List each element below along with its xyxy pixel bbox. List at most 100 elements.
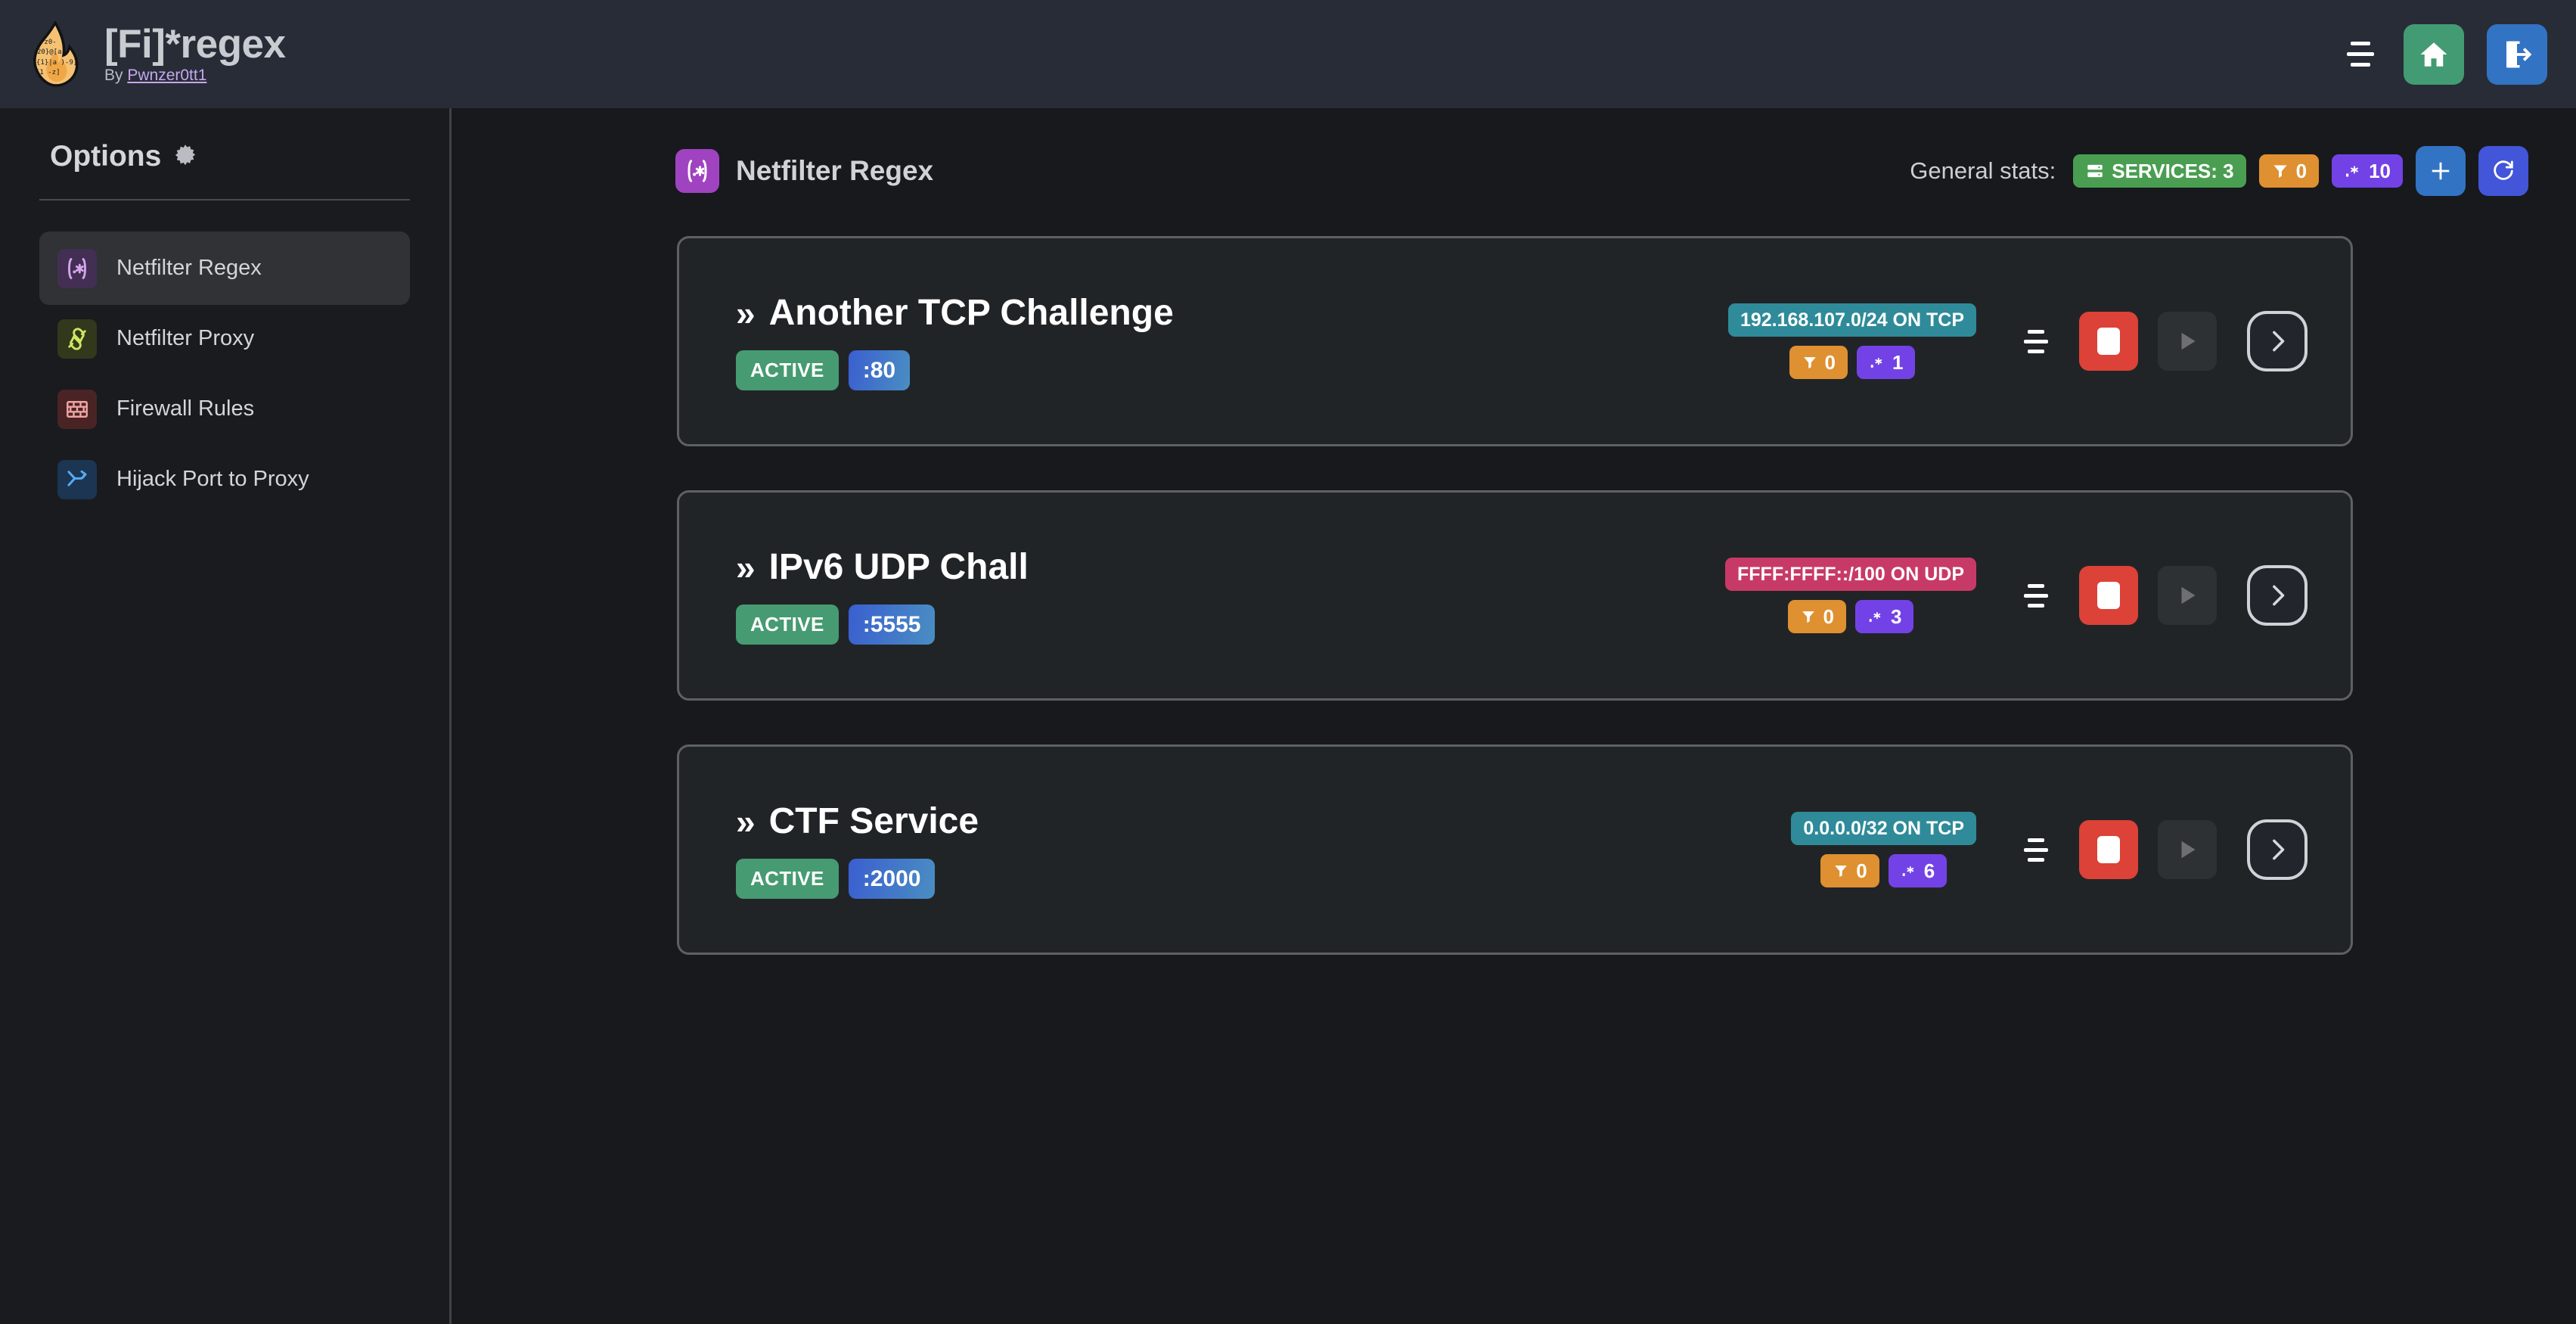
app-title: [Fi]*regex — [104, 21, 286, 67]
regex-count-label: 6 — [1923, 859, 1935, 882]
gear-icon — [172, 143, 199, 170]
status-badge: ACTIVE — [736, 859, 839, 899]
service-badges: ACTIVE :2000 — [736, 859, 979, 899]
app-header: -z0- 20}@[a {1}|a )-9] (1 -z] [Fi]*regex… — [0, 0, 2576, 108]
service-info: » Another TCP Challenge ACTIVE :80 — [679, 292, 1174, 390]
svg-text:{1}|a )-9]: {1}|a )-9] — [36, 59, 77, 67]
status-badge-regexes: 10 — [2332, 154, 2403, 188]
stop-icon[interactable] — [2079, 820, 2138, 879]
filter-count-badge: 0 — [1789, 346, 1848, 379]
main-content: Netfilter Regex General stats: SERVICES:… — [454, 108, 2576, 1324]
filter-count-badge: 0 — [1787, 600, 1846, 633]
services-count-label: SERVICES: 3 — [2112, 159, 2234, 182]
svg-text:(1 -z]: (1 -z] — [36, 69, 61, 76]
sidebar-item-netfilter-proxy[interactable]: Netfilter Proxy — [39, 302, 410, 375]
service-controls — [2013, 311, 2308, 371]
by-prefix: By — [104, 66, 128, 84]
home-icon[interactable] — [2404, 23, 2464, 85]
general-stats: General stats: SERVICES: 3 0 — [1910, 146, 2528, 196]
brand: -z0- 20}@[a {1}|a )-9] (1 -z] [Fi]*regex… — [27, 19, 286, 88]
service-actions: FFFF:FFFF::/100 ON UDP 0 3 — [1725, 558, 2351, 633]
sidebar-nav: Netfilter Regex Netfilter Proxy Fire — [39, 232, 410, 516]
network-badge: 0.0.0.0/32 ON TCP — [1791, 812, 1976, 845]
plug-icon — [57, 319, 97, 359]
service-network-info: FFFF:FFFF::/100 ON UDP 0 3 — [1725, 558, 1976, 633]
status-badge-services: SERVICES: 3 — [2073, 154, 2246, 188]
double-chevron-icon: » — [736, 801, 756, 841]
filter-count-label: 0 — [1823, 605, 1834, 628]
regex-count-badge: 3 — [1855, 600, 1914, 633]
refresh-icon — [2494, 160, 2513, 180]
regex-icon — [675, 149, 719, 193]
service-name: CTF Service — [768, 801, 979, 841]
service-badges: ACTIVE :80 — [736, 350, 1174, 390]
sidebar-item-label: Netfilter Regex — [116, 256, 262, 280]
service-name: Another TCP Challenge — [768, 293, 1174, 333]
add-service-button[interactable] — [2416, 146, 2466, 196]
chevron-right-icon[interactable] — [2247, 311, 2308, 371]
logout-icon[interactable] — [2487, 23, 2547, 85]
service-badges: ACTIVE :5555 — [736, 605, 1029, 645]
sidebar-item-label: Firewall Rules — [116, 396, 255, 421]
filter-count-badge: 0 — [1820, 854, 1879, 887]
service-controls — [2013, 819, 2308, 880]
regex-icon — [1902, 866, 1913, 876]
service-info: » CTF Service ACTIVE :2000 — [679, 800, 979, 899]
regex-count-label: 3 — [1891, 605, 1902, 628]
refresh-button[interactable] — [2478, 146, 2528, 196]
service-card[interactable]: » CTF Service ACTIVE :2000 0.0.0.0/32 ON… — [677, 744, 2353, 955]
flame-regex-logo-icon: -z0- 20}@[a {1}|a )-9] (1 -z] — [27, 19, 83, 88]
double-chevron-icon: » — [736, 293, 756, 333]
double-chevron-icon: » — [736, 547, 756, 587]
filter-icon — [2273, 165, 2287, 178]
drag-handle-icon[interactable] — [2013, 572, 2059, 619]
app-author-line: By Pwnzer0tt1 — [104, 67, 285, 84]
regex-icon — [57, 248, 97, 288]
regex-count-badge: 1 — [1856, 346, 1916, 379]
play-icon[interactable] — [2158, 566, 2217, 625]
regex-icon — [1869, 612, 1881, 622]
filter-icon — [1803, 357, 1816, 369]
page-title-group: Netfilter Regex — [675, 149, 933, 193]
status-badge: ACTIVE — [736, 605, 839, 645]
sidebar-item-label: Hijack Port to Proxy — [116, 467, 309, 491]
server-icon — [2087, 164, 2103, 178]
drag-handle-icon[interactable] — [2013, 318, 2059, 365]
sidebar-heading: Options — [39, 140, 410, 173]
drag-handle-icon[interactable] — [2013, 826, 2059, 873]
service-card[interactable]: » IPv6 UDP Chall ACTIVE :5555 FFFF:FFFF:… — [677, 490, 2353, 701]
network-badge: FFFF:FFFF::/100 ON UDP — [1725, 558, 1976, 591]
status-badge: ACTIVE — [736, 350, 839, 390]
sidebar-item-hijack-port-to-proxy[interactable]: Hijack Port to Proxy — [39, 443, 410, 516]
port-badge: :2000 — [848, 859, 936, 899]
service-network-info: 192.168.107.0/24 ON TCP 0 1 — [1727, 303, 1976, 379]
regex-icon — [1870, 358, 1882, 368]
stop-icon[interactable] — [2079, 566, 2138, 625]
sidebar-divider — [39, 199, 410, 200]
stop-icon[interactable] — [2079, 312, 2138, 371]
service-title-row: » IPv6 UDP Chall — [736, 546, 1029, 588]
sidebar-item-netfilter-regex[interactable]: Netfilter Regex — [39, 232, 410, 305]
service-list: » Another TCP Challenge ACTIVE :80 192.1… — [454, 236, 2576, 955]
brick-wall-icon — [57, 389, 97, 429]
service-actions: 192.168.107.0/24 ON TCP 0 1 — [1727, 303, 2351, 379]
regex-count-badge: 6 — [1888, 854, 1948, 887]
sidebar: Options Netfilter Regex — [0, 108, 452, 1324]
regexes-count-label: 10 — [2369, 159, 2391, 182]
sidebar-item-firewall-rules[interactable]: Firewall Rules — [39, 372, 410, 446]
play-icon[interactable] — [2158, 312, 2217, 371]
service-card[interactable]: » Another TCP Challenge ACTIVE :80 192.1… — [677, 236, 2353, 446]
general-stats-label: General stats: — [1910, 157, 2056, 184]
filter-count-label: 0 — [1824, 350, 1836, 374]
hamburger-icon[interactable] — [2340, 34, 2381, 75]
chevron-right-icon[interactable] — [2247, 565, 2308, 626]
service-title-row: » CTF Service — [736, 800, 979, 842]
filter-icon — [1835, 866, 1848, 878]
service-controls — [2013, 565, 2308, 626]
author-link[interactable]: Pwnzer0tt1 — [127, 66, 207, 84]
chevron-right-icon[interactable] — [2247, 819, 2308, 880]
regex-count-label: 1 — [1892, 350, 1904, 374]
service-counters: 0 1 — [1789, 346, 1916, 379]
play-icon[interactable] — [2158, 820, 2217, 879]
port-badge: :5555 — [848, 605, 936, 645]
